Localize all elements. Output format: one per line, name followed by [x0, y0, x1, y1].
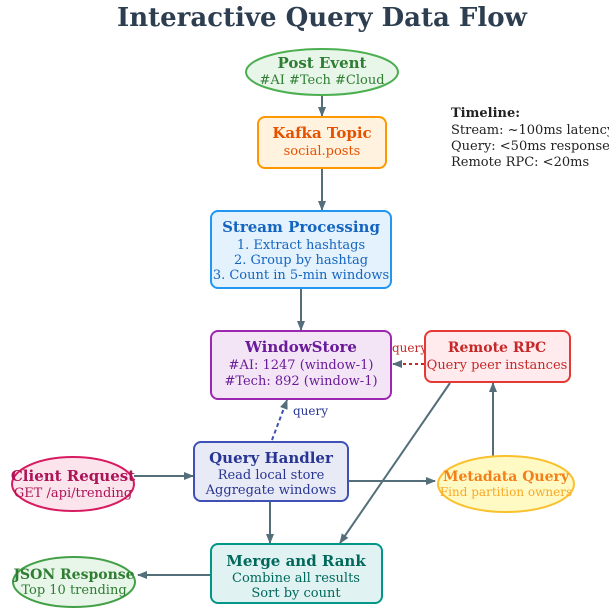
node-client-request[interactable]: Client Request GET /api/trending — [11, 456, 135, 512]
node-merge-and-rank[interactable]: Merge and Rank Combine all results Sort … — [210, 543, 383, 604]
node-detail: Sort by count — [251, 586, 341, 601]
timeline-line: Query: <50ms response — [451, 139, 609, 154]
node-shape — [12, 556, 136, 608]
node-shape — [424, 330, 571, 383]
node-windowstore[interactable]: WindowStore #AI: 1247 (window-1) #Tech: … — [210, 330, 392, 400]
node-metadata-query[interactable]: Metadata Query Find partition owners — [437, 455, 575, 513]
node-title: JSON Response — [11, 567, 134, 583]
node-query-handler[interactable]: Query Handler Read local store Aggregate… — [193, 441, 349, 502]
node-post-event[interactable]: Post Event #AI #Tech #Cloud — [245, 48, 399, 96]
node-stream-processing[interactable]: Stream Processing 1. Extract hashtags 2.… — [210, 210, 392, 289]
node-detail: Query peer instances — [427, 358, 568, 373]
node-detail: 2. Group by hashtag — [234, 253, 368, 268]
node-shape — [210, 210, 392, 289]
node-detail: 3. Count in 5-min windows — [213, 268, 389, 283]
edges — [134, 95, 497, 579]
edge-label-rpc-query: query — [392, 341, 427, 355]
edge-label-query: query — [293, 404, 328, 418]
node-shape — [210, 330, 392, 400]
node-detail: #AI #Tech #Cloud — [259, 73, 384, 88]
node-shape — [257, 116, 387, 169]
edge-handler-to-window-query — [271, 399, 288, 441]
node-title: Remote RPC — [448, 340, 546, 356]
node-detail: Combine all results — [232, 571, 360, 586]
node-detail: GET /api/trending — [14, 486, 132, 501]
node-detail: Find partition owners — [440, 485, 572, 499]
timeline-line: Remote RPC: <20ms — [451, 155, 589, 170]
node-detail: Top 10 trending — [21, 583, 126, 598]
node-shape — [437, 455, 575, 513]
node-detail: Aggregate windows — [205, 483, 337, 498]
node-shape — [11, 456, 135, 512]
node-detail: Read local store — [218, 468, 325, 483]
node-title: Merge and Rank — [226, 552, 366, 570]
node-remote-rpc[interactable]: Remote RPC Query peer instances — [424, 330, 571, 383]
node-title: Kafka Topic — [272, 124, 371, 142]
node-shape — [210, 543, 383, 604]
diagram-title: Interactive Query Data Flow — [117, 3, 528, 33]
timeline-line: Stream: ~100ms latency — [451, 123, 609, 138]
node-shape — [245, 48, 399, 96]
node-title: Stream Processing — [222, 218, 380, 236]
node-title: Query Handler — [209, 449, 334, 467]
node-kafka-topic[interactable]: Kafka Topic social.posts — [257, 116, 387, 169]
node-detail: 1. Extract hashtags — [237, 238, 365, 253]
timeline-heading: Timeline: — [451, 106, 520, 121]
edge-rpc-to-merge — [339, 382, 451, 544]
node-json-response[interactable]: JSON Response Top 10 trending — [11, 556, 136, 608]
node-detail: social.posts — [284, 144, 361, 159]
node-detail: #AI: 1247 (window-1) — [229, 358, 374, 373]
node-shape — [193, 441, 349, 502]
node-title: Metadata Query — [443, 469, 570, 485]
timeline-panel: Timeline: Stream: ~100ms latency Query: … — [451, 106, 609, 170]
node-title: Client Request — [11, 467, 135, 485]
node-detail: #Tech: 892 (window-1) — [224, 374, 377, 389]
node-title: Post Event — [277, 54, 366, 72]
node-title: WindowStore — [244, 338, 357, 356]
